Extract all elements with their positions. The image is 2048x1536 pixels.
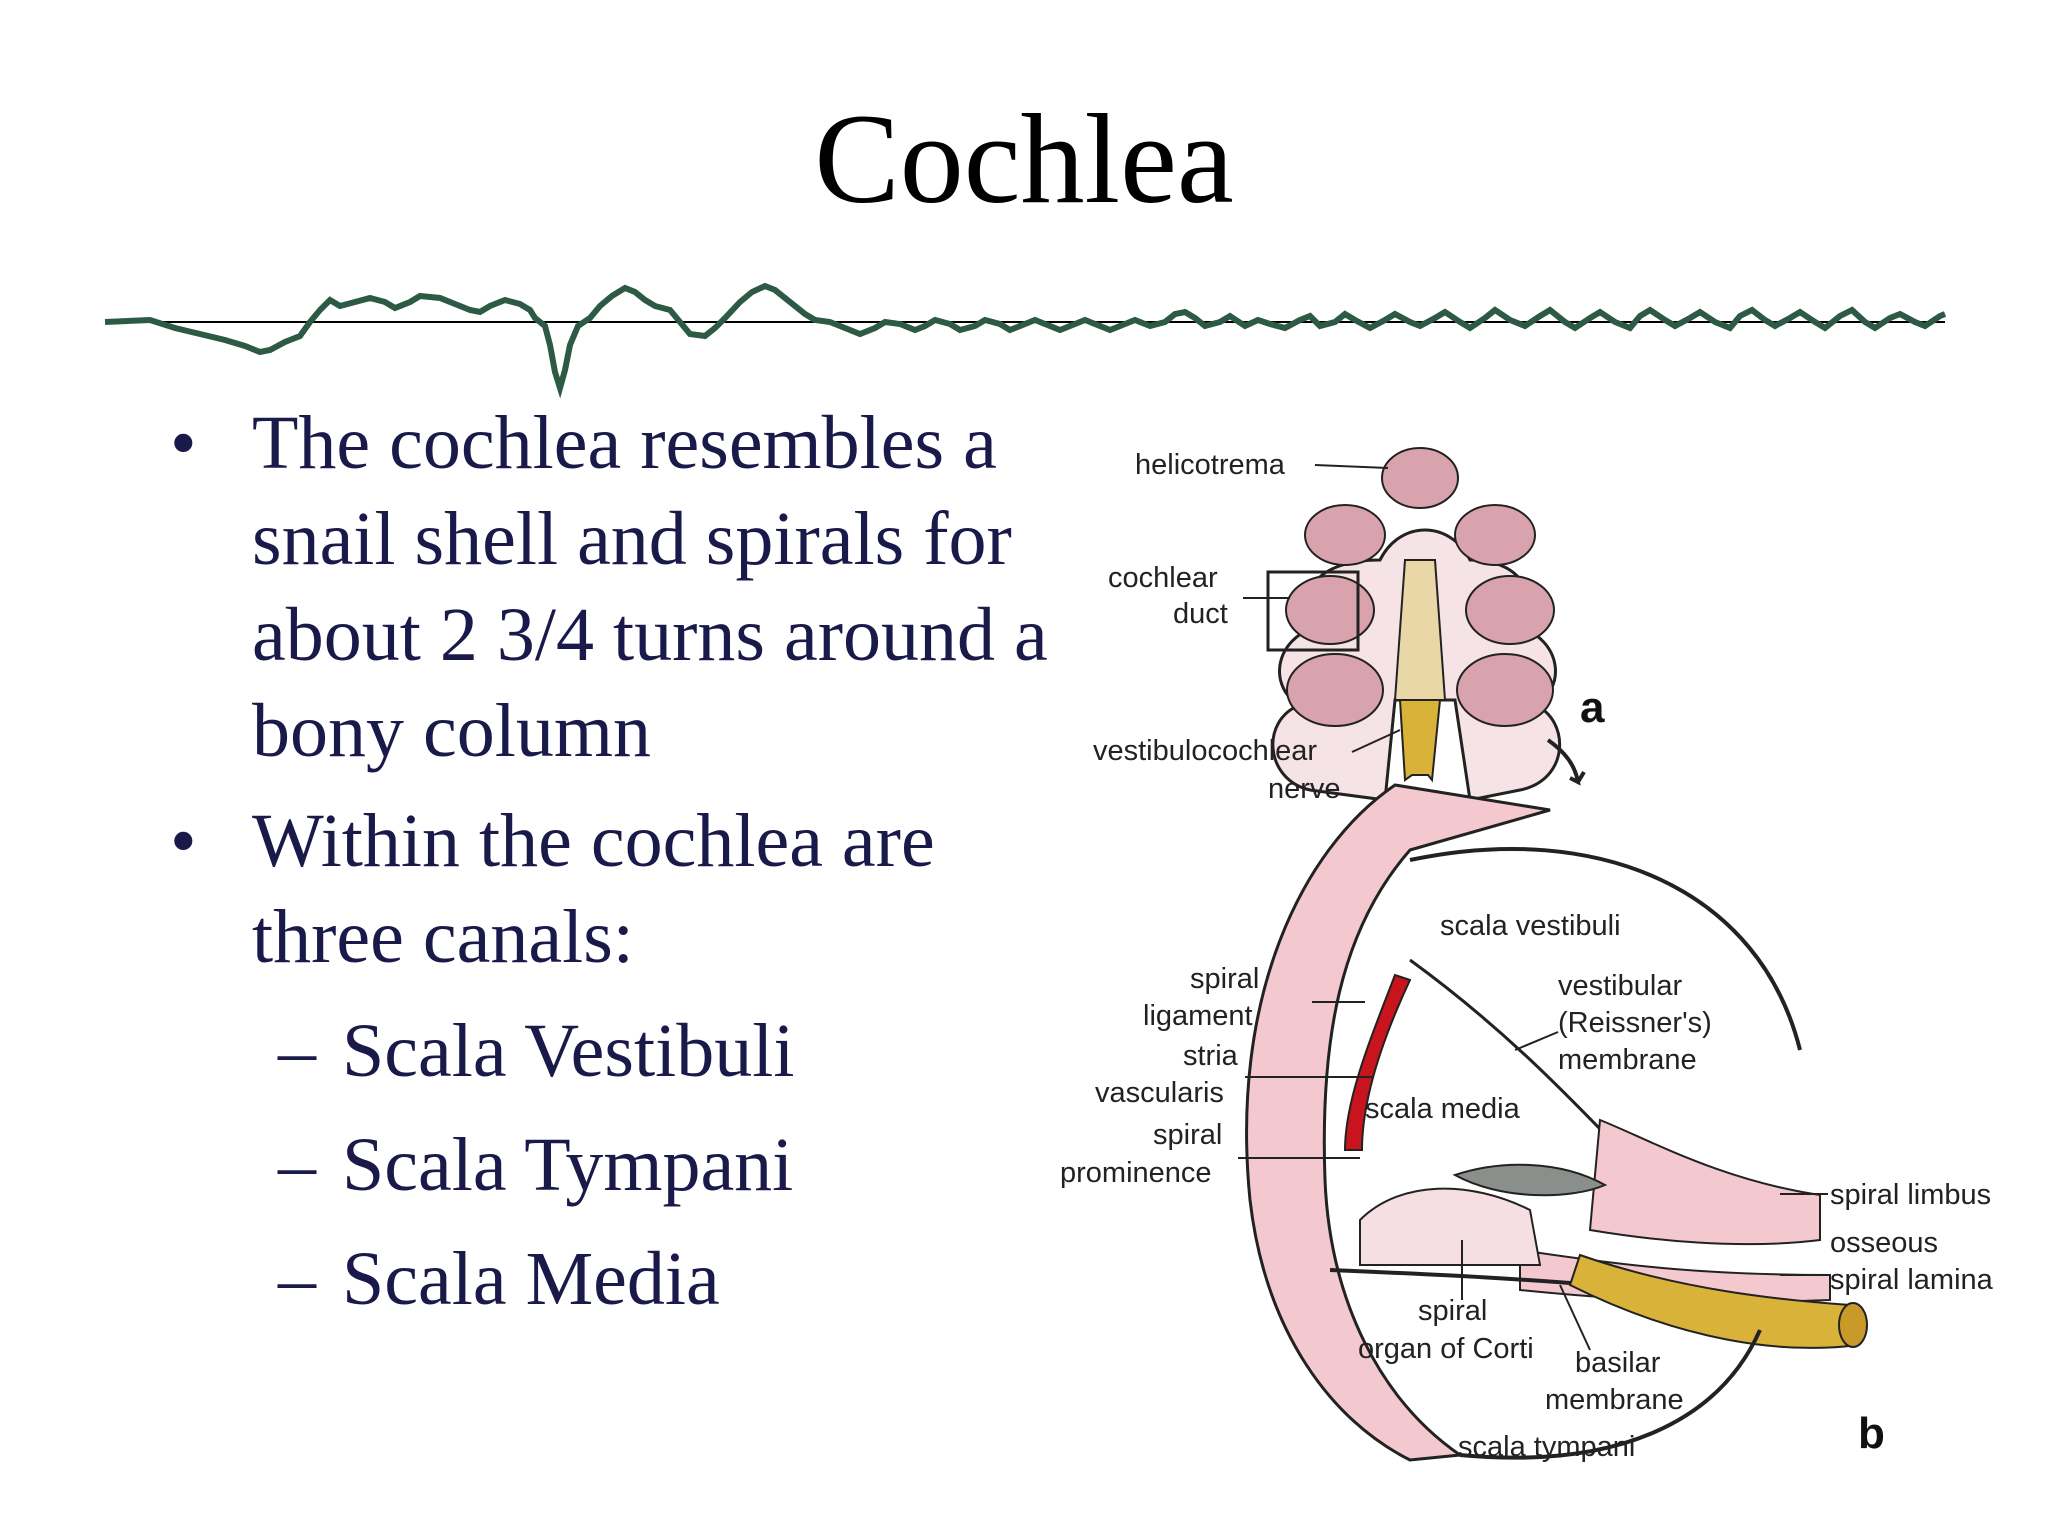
label-vestibular-membrane-2: (Reissner's) bbox=[1558, 1007, 1712, 1039]
organ-of-corti bbox=[1359, 1187, 1542, 1266]
arrow-icon bbox=[1546, 738, 1586, 786]
tympanic-wall bbox=[1459, 1329, 1762, 1460]
duct-chamber bbox=[1454, 504, 1536, 566]
label-scala-tympani: scala tympani bbox=[1458, 1431, 1635, 1463]
bullet-list: • The cochlea resembles a snail shell an… bbox=[170, 395, 1070, 1327]
duct-chamber bbox=[1304, 504, 1386, 566]
label-organ-of-corti-2: organ of Corti bbox=[1358, 1333, 1534, 1365]
modiolus-core bbox=[1393, 559, 1447, 701]
tectorial-membrane bbox=[1452, 1163, 1608, 1197]
label-stria-vascularis-2: vascularis bbox=[1095, 1077, 1224, 1109]
label-scala-vestibuli: scala vestibuli bbox=[1440, 910, 1621, 942]
sub-item-text: Scala Tympani bbox=[342, 1123, 794, 1207]
label-osseous-spiral-lamina-1: osseous bbox=[1830, 1227, 1938, 1259]
label-organ-of-corti-1: spiral bbox=[1418, 1295, 1487, 1327]
spiral-ligament-tissue bbox=[1245, 783, 1551, 1462]
duct-chamber bbox=[1285, 575, 1375, 645]
label-basilar-membrane-1: basilar bbox=[1575, 1347, 1661, 1379]
bullet-text: Within the cochlea are three canals: bbox=[252, 799, 935, 979]
label-cochlear-duct-1: cochlear bbox=[1108, 562, 1218, 594]
dash-marker: – bbox=[278, 1123, 316, 1207]
bullet-item: • Within the cochlea are three canals: bbox=[170, 793, 1070, 985]
cochlea-diagram: helicotrema cochlear duct vestibulocochl… bbox=[1060, 447, 1994, 1463]
slide-title: Cochlea bbox=[814, 88, 1234, 230]
bullet-marker: • bbox=[170, 799, 197, 883]
label-vestibular-membrane-1: vestibular bbox=[1558, 970, 1682, 1002]
sub-item-text: Scala Vestibuli bbox=[342, 1009, 795, 1093]
waveform-trace bbox=[104, 282, 1947, 399]
sub-item: – Scala Media bbox=[170, 1231, 1070, 1327]
bullet-marker: • bbox=[170, 401, 197, 485]
panel-b-duct-detail: scala vestibuli vestibular (Reissner's) … bbox=[1060, 783, 1994, 1463]
waveform-divider bbox=[104, 282, 1947, 399]
nerve-cut-end bbox=[1838, 1302, 1868, 1348]
panel-a-cochlea-section: helicotrema cochlear duct vestibulocochl… bbox=[1093, 447, 1605, 805]
label-osseous-spiral-lamina-2: spiral lamina bbox=[1830, 1264, 1994, 1296]
bullet-text: The cochlea resembles a snail shell and … bbox=[252, 401, 1048, 773]
label-spiral-ligament-1: spiral bbox=[1190, 963, 1259, 995]
modiolus-nerve bbox=[1398, 699, 1442, 783]
sub-item: – Scala Vestibuli bbox=[170, 1003, 1070, 1099]
duct-chamber bbox=[1465, 575, 1555, 645]
cochlear-duct-box bbox=[1266, 570, 1360, 652]
label-cochlear-duct-2: duct bbox=[1173, 598, 1228, 630]
bullet-item: • The cochlea resembles a snail shell an… bbox=[170, 395, 1070, 779]
sub-item: – Scala Tympani bbox=[170, 1117, 1070, 1213]
panel-b-letter: b bbox=[1858, 1409, 1885, 1458]
label-scala-media: scala media bbox=[1365, 1093, 1521, 1125]
label-stria-vascularis-1: stria bbox=[1183, 1040, 1239, 1072]
sub-item-text: Scala Media bbox=[342, 1237, 720, 1321]
label-vestibulocochlear-1: vestibulocochlear bbox=[1093, 735, 1317, 767]
dash-marker: – bbox=[278, 1237, 316, 1321]
label-vestibulocochlear-2: nerve bbox=[1268, 773, 1341, 805]
label-spiral-prominence-2: prominence bbox=[1060, 1157, 1212, 1189]
label-basilar-membrane-2: membrane bbox=[1545, 1384, 1684, 1416]
dash-marker: – bbox=[278, 1009, 316, 1093]
duct-chamber bbox=[1286, 653, 1384, 727]
outer-bony-wall bbox=[1409, 847, 1802, 1051]
label-helicotrema: helicotrema bbox=[1135, 449, 1286, 481]
label-spiral-limbus: spiral limbus bbox=[1830, 1179, 1991, 1211]
cochlear-nerve-fibers bbox=[1568, 1253, 1860, 1349]
duct-chamber bbox=[1456, 653, 1554, 727]
duct-chamber bbox=[1381, 447, 1459, 509]
spiral-limbus-tissue bbox=[1588, 1118, 1821, 1246]
label-spiral-ligament-2: ligament bbox=[1143, 1000, 1253, 1032]
label-vestibular-membrane-3: membrane bbox=[1558, 1044, 1697, 1076]
panel-a-letter: a bbox=[1580, 683, 1605, 732]
stria-vascularis bbox=[1343, 973, 1412, 1151]
label-spiral-prominence-1: spiral bbox=[1153, 1119, 1222, 1151]
